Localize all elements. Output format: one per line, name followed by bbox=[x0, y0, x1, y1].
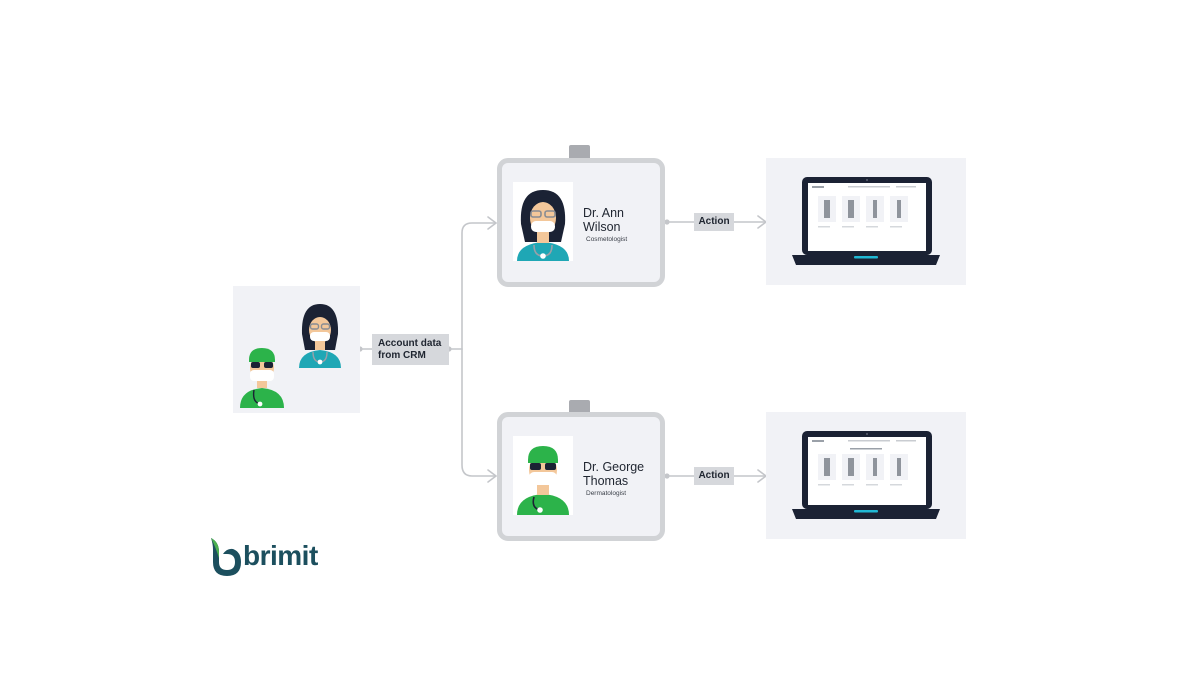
profile-name: Dr. George Thomas bbox=[583, 460, 663, 488]
action-label: Action bbox=[694, 467, 734, 485]
personalized-site-panel-dermatologist bbox=[766, 412, 966, 539]
connector-dot-george bbox=[664, 473, 670, 479]
connector-george-arrowhead bbox=[487, 469, 497, 483]
profile-photo bbox=[513, 182, 573, 261]
crm-source-card bbox=[233, 286, 360, 413]
doctors-group-icon bbox=[240, 304, 341, 408]
laptop-icon bbox=[792, 177, 940, 265]
profile-name-line-1: Dr. George bbox=[583, 460, 645, 474]
brand-name: brimit bbox=[243, 540, 318, 571]
profile-badge-george-thomas: Dr. George Thomas Dermatologist bbox=[497, 412, 665, 541]
connector-to-george-badge bbox=[461, 348, 497, 477]
laptop-icon bbox=[792, 431, 940, 519]
profile-name-line-2: Wilson bbox=[583, 220, 621, 234]
profile-photo bbox=[513, 436, 573, 515]
connector-ann-arrowhead bbox=[487, 216, 497, 230]
profile-role: Dermatologist bbox=[586, 490, 627, 497]
personalized-site-panel-cosmetologist bbox=[766, 158, 966, 285]
connector-dot-ann bbox=[664, 219, 670, 225]
crm-label-line-1: Account data bbox=[378, 338, 442, 349]
profile-role: Cosmetologist bbox=[586, 236, 628, 243]
profile-name-line-1: Dr. Ann bbox=[583, 206, 624, 220]
male-doctor-icon bbox=[240, 348, 284, 408]
brimit-logo: brimit bbox=[207, 536, 337, 580]
female-doctor-icon bbox=[299, 304, 341, 368]
action-label: Action bbox=[694, 213, 734, 231]
profile-name-line-2: Thomas bbox=[583, 474, 629, 488]
crm-label-line-2: from CRM bbox=[378, 350, 426, 361]
profile-badge-ann-wilson: Dr. Ann Wilson Cosmetologist bbox=[497, 158, 665, 287]
connector-to-ann-badge bbox=[461, 222, 497, 350]
crm-data-label: Account data from CRM bbox=[372, 334, 449, 365]
brimit-logo-icon bbox=[211, 538, 241, 576]
profile-name: Dr. Ann Wilson bbox=[583, 206, 663, 234]
female-doctor-icon bbox=[517, 190, 569, 261]
male-doctor-icon bbox=[517, 446, 569, 515]
